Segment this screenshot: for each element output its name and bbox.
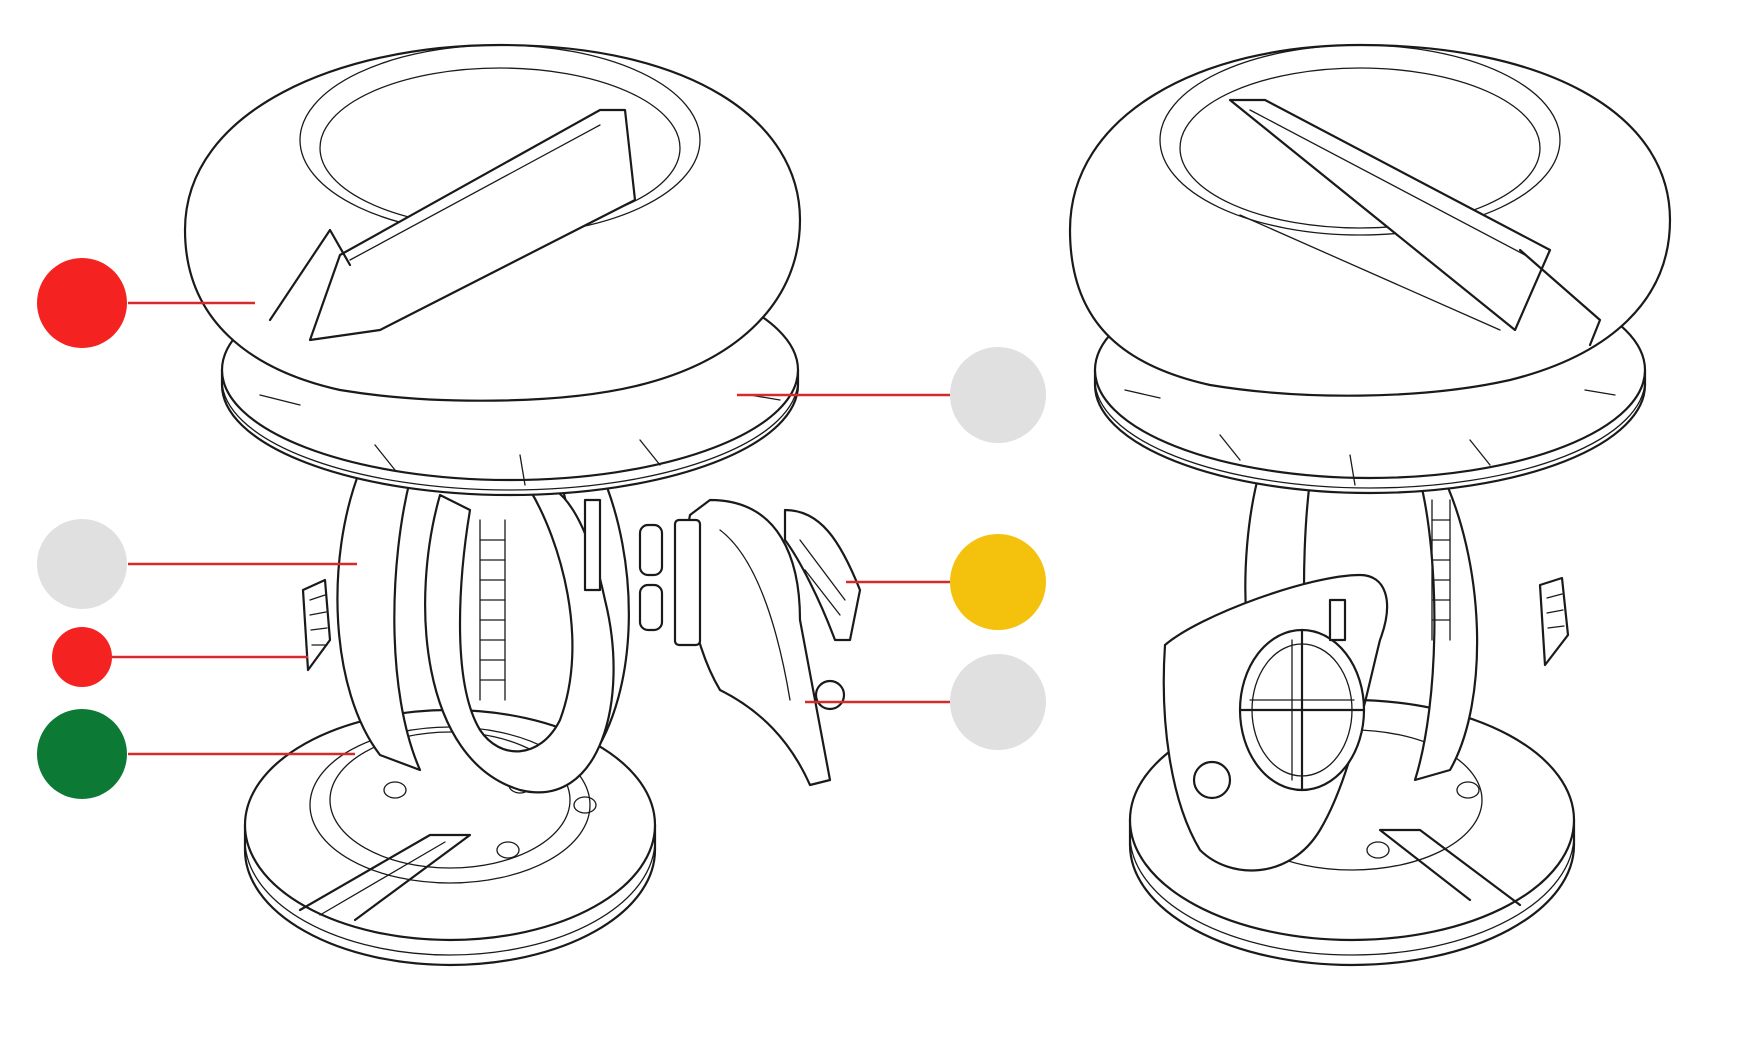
callout-dots (37, 258, 1046, 799)
left-inner-ladder (479, 519, 506, 701)
right-inner-ladder (1431, 499, 1451, 641)
right-door-closed (1162, 573, 1389, 872)
left-assembly (183, 43, 862, 967)
right-top-lid (1068, 43, 1672, 397)
leader-lines (112, 301, 950, 756)
callout-dot-right-3 (950, 654, 1046, 750)
callout-dot-left-3 (52, 627, 112, 687)
left-hinge (638, 523, 664, 632)
left-door-exploded (673, 498, 862, 787)
right-assembly (1068, 43, 1672, 967)
callout-dot-right-1 (950, 347, 1046, 443)
callout-dot-left-1 (37, 258, 127, 348)
left-top-lid (183, 43, 802, 402)
left-body-shell (301, 468, 664, 794)
callout-dot-right-2 (950, 534, 1046, 630)
callout-dot-left-4 (37, 709, 127, 799)
right-base-holes (1366, 781, 1480, 859)
callout-dot-left-2 (37, 519, 127, 609)
right-door-window (1238, 628, 1366, 792)
